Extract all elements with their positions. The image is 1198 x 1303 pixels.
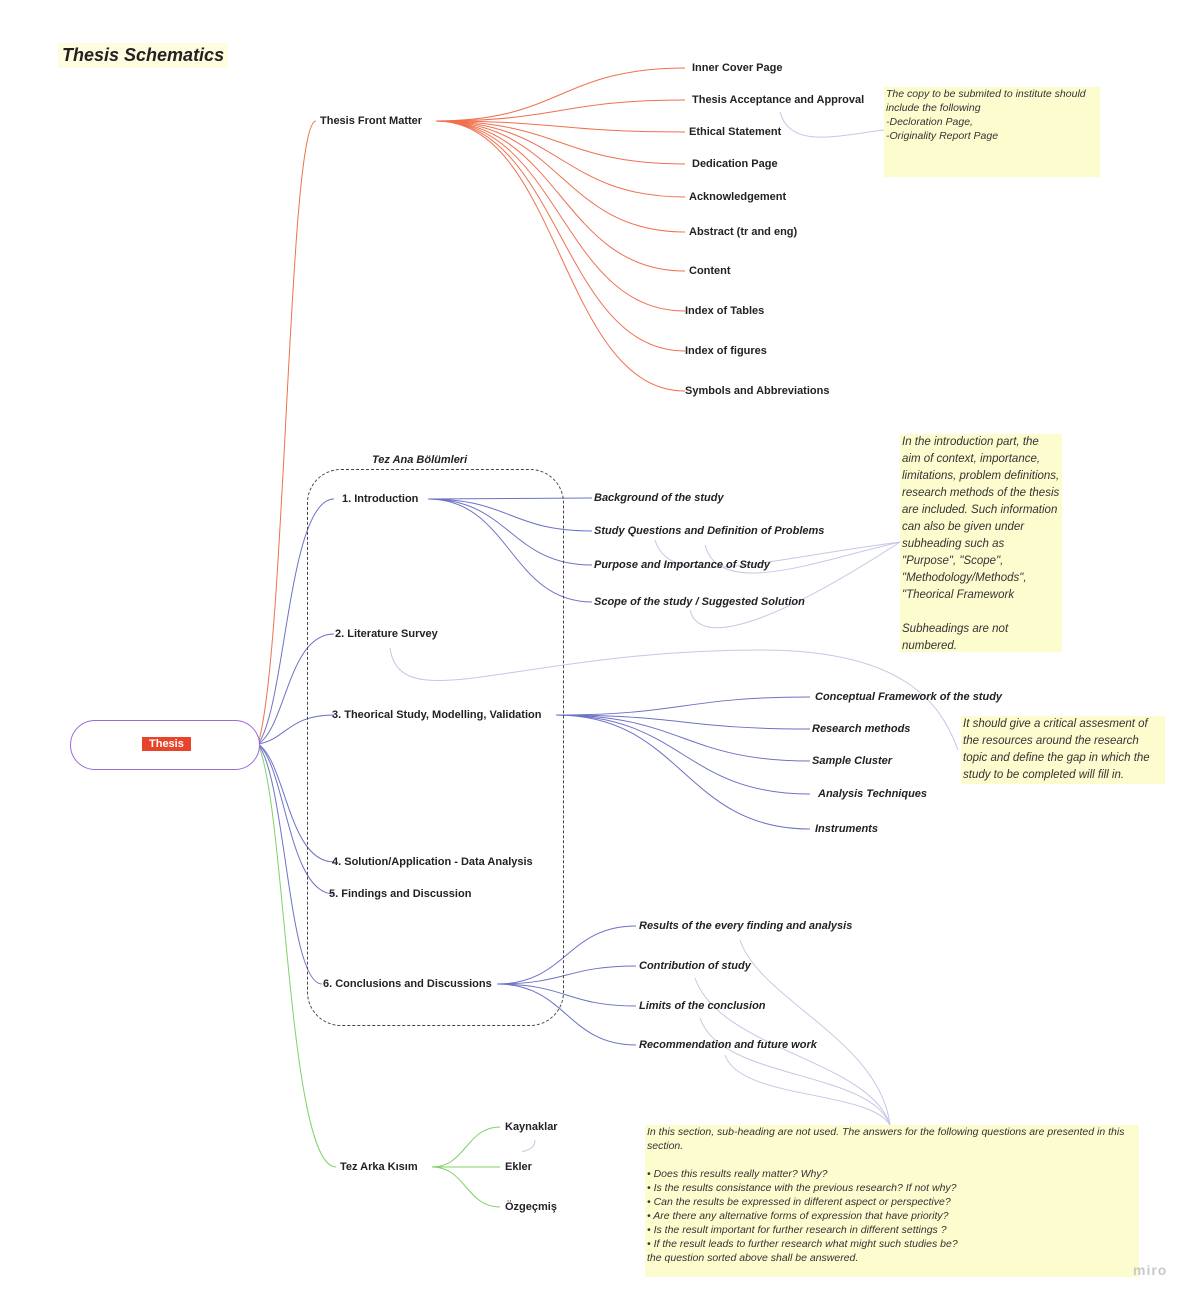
connector-theory-item <box>555 714 811 762</box>
front-item-acknowledgement[interactable]: Acknowledgement <box>689 191 787 203</box>
front-item-index-tables[interactable]: Index of Tables <box>685 305 765 317</box>
page-title: Thesis Schematics <box>58 43 229 68</box>
front-matter-connectors <box>257 67 686 745</box>
connector-conclusion-note-4 <box>724 1054 891 1126</box>
conclusion-item-limits[interactable]: Limits of the conclusion <box>639 1000 766 1012</box>
theory-item-instruments[interactable]: Instruments <box>815 823 878 835</box>
connector-intro-item <box>427 497 593 500</box>
connector-root-section <box>257 743 335 863</box>
main-group-title: Tez Ana Bölümleri <box>372 454 468 466</box>
connector-front-item <box>435 67 686 122</box>
connector-intro-item <box>427 498 593 532</box>
back-item-ozgecmis[interactable]: Özgeçmiş <box>505 1201 557 1213</box>
connector-front-note <box>779 111 885 138</box>
root-label: Thesis <box>142 737 191 751</box>
connector-intro-item <box>427 498 593 566</box>
theory-item-sample[interactable]: Sample Cluster <box>812 755 893 767</box>
section-theory[interactable]: 3. Theorical Study, Modelling, Validatio… <box>332 709 542 721</box>
theory-item-methods[interactable]: Research methods <box>812 723 911 735</box>
intro-item-questions[interactable]: Study Questions and Definition of Proble… <box>594 525 825 537</box>
back-item-ekler[interactable]: Ekler <box>505 1161 532 1173</box>
connector-back-hook <box>521 1139 536 1153</box>
connector-theory-item <box>555 696 811 716</box>
connector-conclusion-note-1 <box>739 939 891 1126</box>
connector-back-item <box>431 1126 501 1168</box>
section-conclusions[interactable]: 6. Conclusions and Discussions <box>323 978 492 990</box>
connector-front-item <box>435 99 686 122</box>
intro-item-background[interactable]: Background of the study <box>594 492 724 504</box>
front-item-abstract[interactable]: Abstract (tr and eng) <box>689 226 798 238</box>
intro-note[interactable]: In the introduction part, the aim of con… <box>900 434 1062 652</box>
connector-root-section <box>257 743 323 985</box>
section-findings[interactable]: 5. Findings and Discussion <box>329 888 472 900</box>
connector-conclusion-item <box>496 925 637 985</box>
connector-conclusion-note-3 <box>699 1017 891 1126</box>
back-matter-node[interactable]: Tez Arka Kısım <box>340 1161 418 1173</box>
miro-watermark: miro <box>1133 1262 1168 1278</box>
intro-item-purpose[interactable]: Purpose and Importance of Study <box>594 559 771 571</box>
theory-item-framework[interactable]: Conceptual Framework of the study <box>815 691 1003 703</box>
connector-front-item <box>435 120 686 272</box>
connector-theory-item <box>555 714 811 830</box>
connector-front-item <box>435 120 686 312</box>
note-connectors <box>389 111 959 1153</box>
connector-front-item <box>435 120 686 165</box>
conclusion-item-results[interactable]: Results of the every finding and analysi… <box>639 920 853 932</box>
connector-front-item <box>435 120 686 133</box>
main-section-connectors <box>257 497 811 1046</box>
front-item-acceptance[interactable]: Thesis Acceptance and Approval <box>692 94 865 106</box>
connector-intro-note-2 <box>704 541 901 574</box>
back-matter-connectors <box>257 743 501 1208</box>
connector-root-section <box>257 498 335 745</box>
connector-front-item <box>435 120 686 233</box>
section-solution[interactable]: 4. Solution/Application - Data Analysis <box>332 856 533 868</box>
connector-literature-note <box>389 647 959 751</box>
connector-front-item <box>435 120 686 352</box>
connector-root-back <box>257 743 337 1168</box>
connector-front-item <box>435 120 686 198</box>
connector-conclusion-note-2 <box>694 977 891 1126</box>
front-item-content[interactable]: Content <box>689 265 731 277</box>
connector-conclusion-item <box>496 965 637 985</box>
conclusion-note[interactable]: In this section, sub-heading are not use… <box>645 1125 1139 1277</box>
connector-theory-item <box>555 714 811 795</box>
connector-root-section <box>257 714 335 745</box>
connector-intro-note-3 <box>689 541 901 629</box>
connector-intro-note-1 <box>654 539 901 568</box>
literature-note[interactable]: It should give a critical assesment of t… <box>961 716 1165 784</box>
front-item-inner-cover[interactable]: Inner Cover Page <box>692 62 783 74</box>
intro-item-scope[interactable]: Scope of the study / Suggested Solution <box>594 596 805 608</box>
front-item-symbols[interactable]: Symbols and Abbreviations <box>685 385 830 397</box>
conclusion-item-contribution[interactable]: Contribution of study <box>639 960 751 972</box>
connector-conclusion-item <box>496 983 637 1007</box>
connector-theory-item <box>555 714 811 730</box>
back-item-kaynaklar[interactable]: Kaynaklar <box>505 1121 558 1133</box>
conclusion-item-recommendation[interactable]: Recommendation and future work <box>639 1039 817 1051</box>
connector-root-front <box>257 120 317 745</box>
connector-intro-item <box>427 498 593 603</box>
front-item-index-figures[interactable]: Index of figures <box>685 345 767 357</box>
connector-root-section <box>257 743 335 895</box>
connector-conclusion-item <box>496 983 637 1046</box>
front-matter-note[interactable]: The copy to be submited to institute sho… <box>884 87 1100 177</box>
section-introduction[interactable]: 1. Introduction <box>342 493 419 505</box>
connector-root-section <box>257 633 335 745</box>
connector-front-item <box>435 120 686 392</box>
front-matter-node[interactable]: Thesis Front Matter <box>320 115 423 127</box>
theory-item-analysis[interactable]: Analysis Techniques <box>818 788 928 800</box>
main-group-frame <box>307 469 564 1026</box>
section-literature[interactable]: 2. Literature Survey <box>335 628 438 640</box>
connector-back-item <box>431 1166 501 1208</box>
front-item-dedication[interactable]: Dedication Page <box>692 158 778 170</box>
front-item-ethical[interactable]: Ethical Statement <box>689 126 782 138</box>
